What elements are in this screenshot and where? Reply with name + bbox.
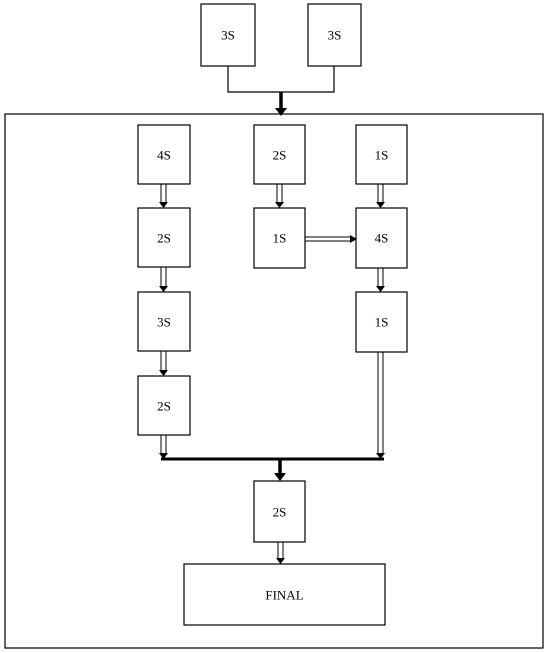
box-col1-2: 2S <box>137 207 191 268</box>
box-merge: 2S <box>253 480 306 543</box>
box-col1-2-label: 2S <box>157 231 171 246</box>
box-final-label: FINAL <box>265 588 303 603</box>
box-col2-2: 1S <box>253 207 306 269</box>
double-arrow-col1-2 <box>159 267 168 292</box>
double-arrow-col1-1 <box>159 184 168 208</box>
box-top-left-label: 3S <box>221 28 235 43</box>
box-top-left: 3S <box>200 3 256 67</box>
outer-container <box>4 113 544 649</box>
box-col3-1: 1S <box>355 124 408 185</box>
box-col1-4-label: 2S <box>157 399 171 414</box>
double-arrow-col3-to-bar <box>376 352 385 459</box>
box-col2-1-label: 2S <box>273 148 287 163</box>
box-top-right: 3S <box>307 3 362 67</box>
box-col2-1: 2S <box>253 124 306 185</box>
box-col1-1-label: 4S <box>157 148 171 163</box>
box-col3-3: 1S <box>355 291 408 353</box>
box-merge-label: 2S <box>273 505 287 520</box>
double-arrow-col1-3 <box>159 351 168 376</box>
box-col3-2-label: 4S <box>375 231 389 246</box>
box-col1-4: 2S <box>137 375 191 436</box>
double-arrow-col3-1 <box>376 184 385 208</box>
box-final: FINAL <box>183 563 386 626</box>
box-col1-1: 4S <box>137 124 191 185</box>
top-merge-arrowhead <box>275 108 287 116</box>
top-merge-connector <box>227 66 335 93</box>
box-col3-2: 4S <box>355 207 408 269</box>
box-col2-2-label: 1S <box>273 231 287 246</box>
box-col3-3-label: 1S <box>375 315 389 330</box>
merge-bar-arrowhead <box>274 473 286 481</box>
double-arrow-to-final <box>276 542 285 564</box>
double-arrow-horizontal <box>305 235 357 243</box>
box-col1-3-label: 3S <box>157 315 171 330</box>
double-arrow-col3-2 <box>376 268 385 292</box>
box-col1-3: 3S <box>137 291 191 352</box>
box-col3-1-label: 1S <box>375 148 389 163</box>
double-arrow-col2-1 <box>275 184 284 208</box>
double-arrow-col1-to-bar <box>159 435 168 459</box>
box-top-right-label: 3S <box>328 28 342 43</box>
